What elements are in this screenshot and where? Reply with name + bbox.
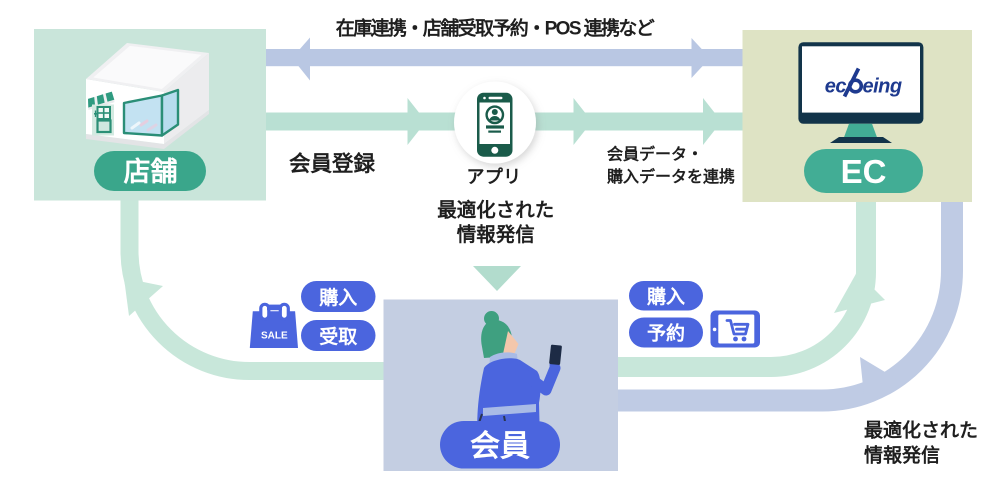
svg-text:ec: ec xyxy=(825,76,847,98)
svg-text:購入データを連携: 購入データを連携 xyxy=(606,167,735,186)
svg-text:最適化された: 最適化された xyxy=(864,419,978,442)
svg-text:EC: EC xyxy=(841,153,887,190)
svg-text:eing: eing xyxy=(863,76,902,98)
svg-text:SALE: SALE xyxy=(261,331,288,342)
svg-text:予約: 予約 xyxy=(647,322,685,345)
svg-text:情報発信: 情報発信 xyxy=(864,444,940,467)
svg-text:会員: 会員 xyxy=(470,430,530,463)
svg-text:店舗: 店舗 xyxy=(124,157,178,187)
svg-text:受取: 受取 xyxy=(319,325,357,348)
svg-text:アプリ: アプリ xyxy=(467,166,522,187)
svg-text:情報発信: 情報発信 xyxy=(457,223,535,246)
svg-text:会員登録: 会員登録 xyxy=(289,151,376,176)
svg-text:会員データ・: 会員データ・ xyxy=(607,145,703,164)
svg-text:在庫連携・店舗受取予約・POS 連携など: 在庫連携・店舗受取予約・POS 連携など xyxy=(336,17,655,40)
svg-text:購入: 購入 xyxy=(319,286,357,309)
svg-text:最適化された: 最適化された xyxy=(437,199,554,222)
svg-text:購入: 購入 xyxy=(647,285,685,308)
